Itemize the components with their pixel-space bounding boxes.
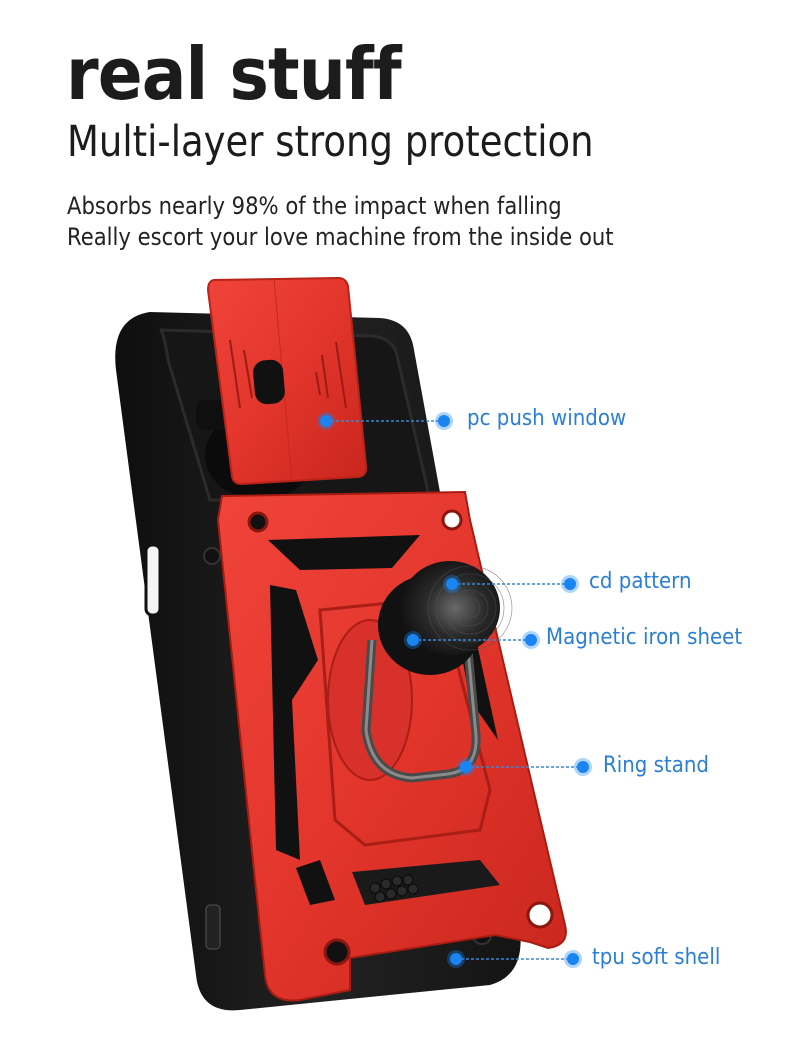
- description-line-1: Absorbs nearly 98% of the impact when fa…: [67, 192, 562, 220]
- callout-magnetic-iron-sheet: Magnetic iron sheet: [546, 625, 743, 650]
- description-line-2: Really escort your love machine from the…: [67, 223, 614, 251]
- pc-push-window-part: [206, 276, 368, 486]
- armor-frame: [216, 490, 567, 1002]
- callout-tpu-soft-shell: tpu soft shell: [592, 945, 721, 970]
- callout-pc-push-window: pc push window: [467, 406, 627, 431]
- subheadline: Multi-layer strong protection: [67, 117, 594, 167]
- headline: real stuff: [66, 32, 402, 116]
- callout-connectors: [317, 412, 592, 968]
- callout-ring-stand: Ring stand: [603, 753, 710, 778]
- ring-stand-part: [361, 639, 481, 783]
- callout-cd-pattern: cd pattern: [589, 569, 692, 594]
